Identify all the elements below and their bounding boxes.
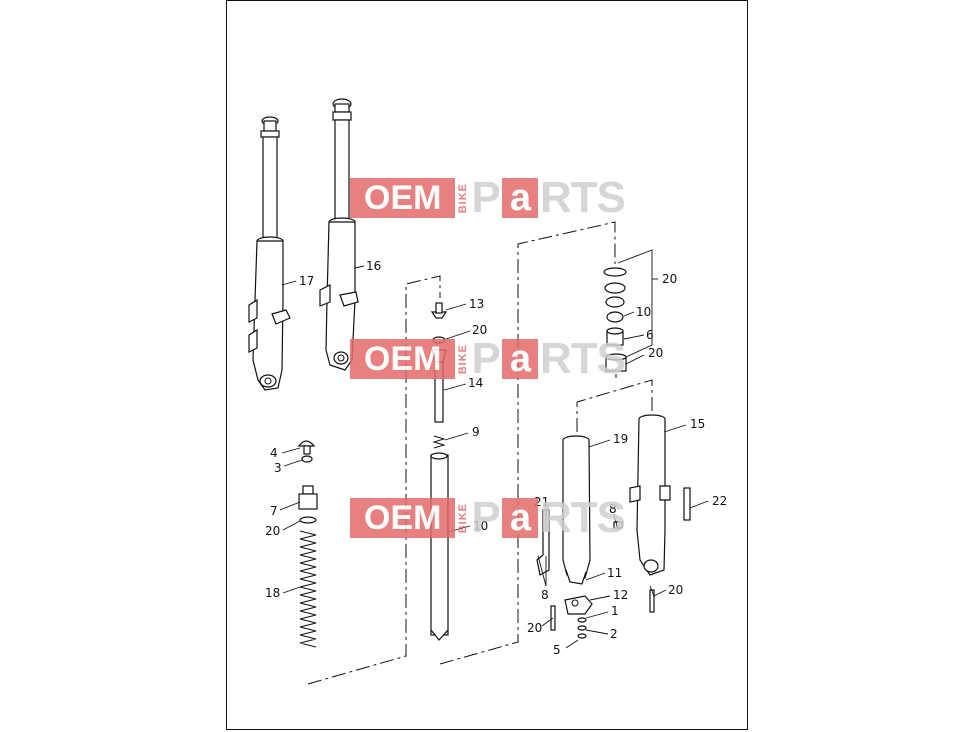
- dashed-assembly-lines: [307, 221, 653, 685]
- callout-18: 16: [366, 259, 381, 273]
- callout-20a: 20: [265, 524, 280, 538]
- callout-20f: 20: [668, 583, 683, 597]
- callout-numbers: 17 16 4 3 7 20 18 13 20 14 9 10 20 10 6 …: [265, 259, 727, 657]
- callout-12: 13: [469, 297, 484, 311]
- watermark-oem: OEM: [350, 178, 456, 218]
- callout-8a: 8: [609, 502, 617, 516]
- callout-20b: 20: [472, 323, 487, 337]
- callout-3: 5: [553, 643, 561, 657]
- callout-8b: 8: [541, 588, 549, 602]
- callout-14: 15: [690, 417, 705, 431]
- watermark-bike: BIKE: [457, 343, 470, 375]
- callout-2: 2: [610, 627, 618, 641]
- callout-20e: 20: [527, 621, 542, 635]
- callout-7: 7: [270, 504, 278, 518]
- callout-6: 6: [646, 328, 654, 342]
- fork-assembly-18: [319, 98, 359, 371]
- leader-lines: [279, 249, 709, 649]
- callout-10b: 10: [636, 305, 651, 319]
- callout-1: 1: [611, 604, 619, 618]
- callout-20d: 20: [648, 346, 663, 360]
- callout-22: 22: [712, 494, 727, 508]
- callout-16: 12: [613, 588, 628, 602]
- watermark-oem: OEM: [350, 339, 456, 379]
- callout-15: 19: [613, 432, 628, 446]
- fork-assembly-19: [248, 116, 291, 391]
- callout-9: 9: [472, 425, 480, 439]
- lower-slider-15: [562, 435, 591, 585]
- callout-19: 17: [299, 274, 314, 288]
- small-parts-4-5-7: [297, 440, 318, 524]
- watermark-bike: BIKE: [457, 182, 470, 214]
- callout-10a: 10: [473, 519, 488, 533]
- seal-stack: [603, 267, 627, 372]
- spring-17: [299, 530, 317, 648]
- diagram-frame: [226, 0, 748, 730]
- callout-13: 14: [468, 376, 483, 390]
- callout-4: 4: [270, 446, 278, 460]
- callout-20c: 20: [662, 272, 677, 286]
- callout-17: 18: [265, 586, 280, 600]
- callout-11: 11: [607, 566, 622, 580]
- lower-slider-14: [629, 414, 671, 576]
- callout-5: 3: [274, 461, 282, 475]
- watermark-bike: BIKE: [457, 502, 470, 534]
- watermark-oem: OEM: [350, 498, 456, 538]
